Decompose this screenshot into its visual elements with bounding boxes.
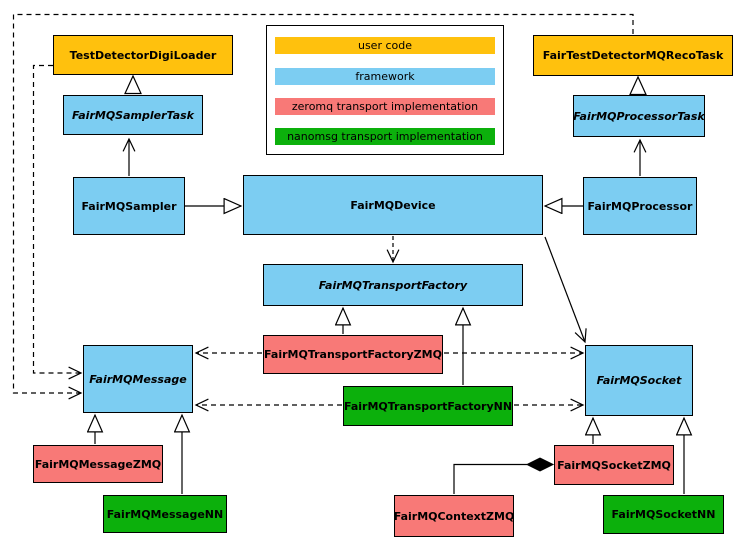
node-fair-test-detector-mq-reco-task: FairTestDetectorMQRecoTask — [533, 35, 733, 76]
node-fairmq-processor-task: FairMQProcessorTask — [573, 95, 705, 137]
edge-samplertask-digiloader-triangle — [124, 74, 142, 95]
node-fairmq-message: FairMQMessage — [83, 345, 193, 413]
node-fairmq-message-nn: FairMQMessageNN — [103, 495, 227, 533]
edge-processortask-recotask-triangle — [629, 75, 647, 96]
node-fairmq-sampler-task: FairMQSamplerTask — [63, 95, 203, 135]
legend: user code framework zeromq transport imp… — [266, 25, 504, 155]
legend-item-zeromq: zeromq transport implementation — [275, 98, 495, 115]
node-fairmq-message-zmq: FairMQMessageZMQ — [33, 445, 163, 483]
legend-item-nanomsg: nanomsg transport implementation — [275, 128, 495, 145]
edge-device-socket — [544, 236, 587, 344]
legend-item-user-code: user code — [275, 37, 495, 54]
edge-contextzmq-socketzmq — [453, 463, 527, 494]
edge-digiloader-message — [32, 64, 83, 380]
edge-recotask-message — [12, 13, 634, 400]
node-fairmq-transport-factory: FairMQTransportFactory — [263, 264, 523, 306]
composition-diamond — [525, 457, 555, 472]
legend-item-framework: framework — [275, 68, 495, 85]
node-fairmq-context-zmq: FairMQContextZMQ — [394, 495, 514, 537]
node-fairmq-sampler: FairMQSampler — [73, 177, 185, 235]
node-fairmq-device: FairMQDevice — [243, 175, 543, 235]
node-fairmq-socket-zmq: FairMQSocketZMQ — [554, 445, 674, 485]
node-fairmq-transport-factory-zmq: FairMQTransportFactoryZMQ — [263, 335, 443, 374]
node-fairmq-transport-factory-nn: FairMQTransportFactoryNN — [343, 386, 513, 426]
node-test-detector-digi-loader: TestDetectorDigiLoader — [53, 35, 233, 75]
node-fairmq-processor: FairMQProcessor — [583, 177, 697, 235]
node-fairmq-socket: FairMQSocket — [585, 345, 693, 416]
node-fairmq-socket-nn: FairMQSocketNN — [603, 495, 724, 534]
